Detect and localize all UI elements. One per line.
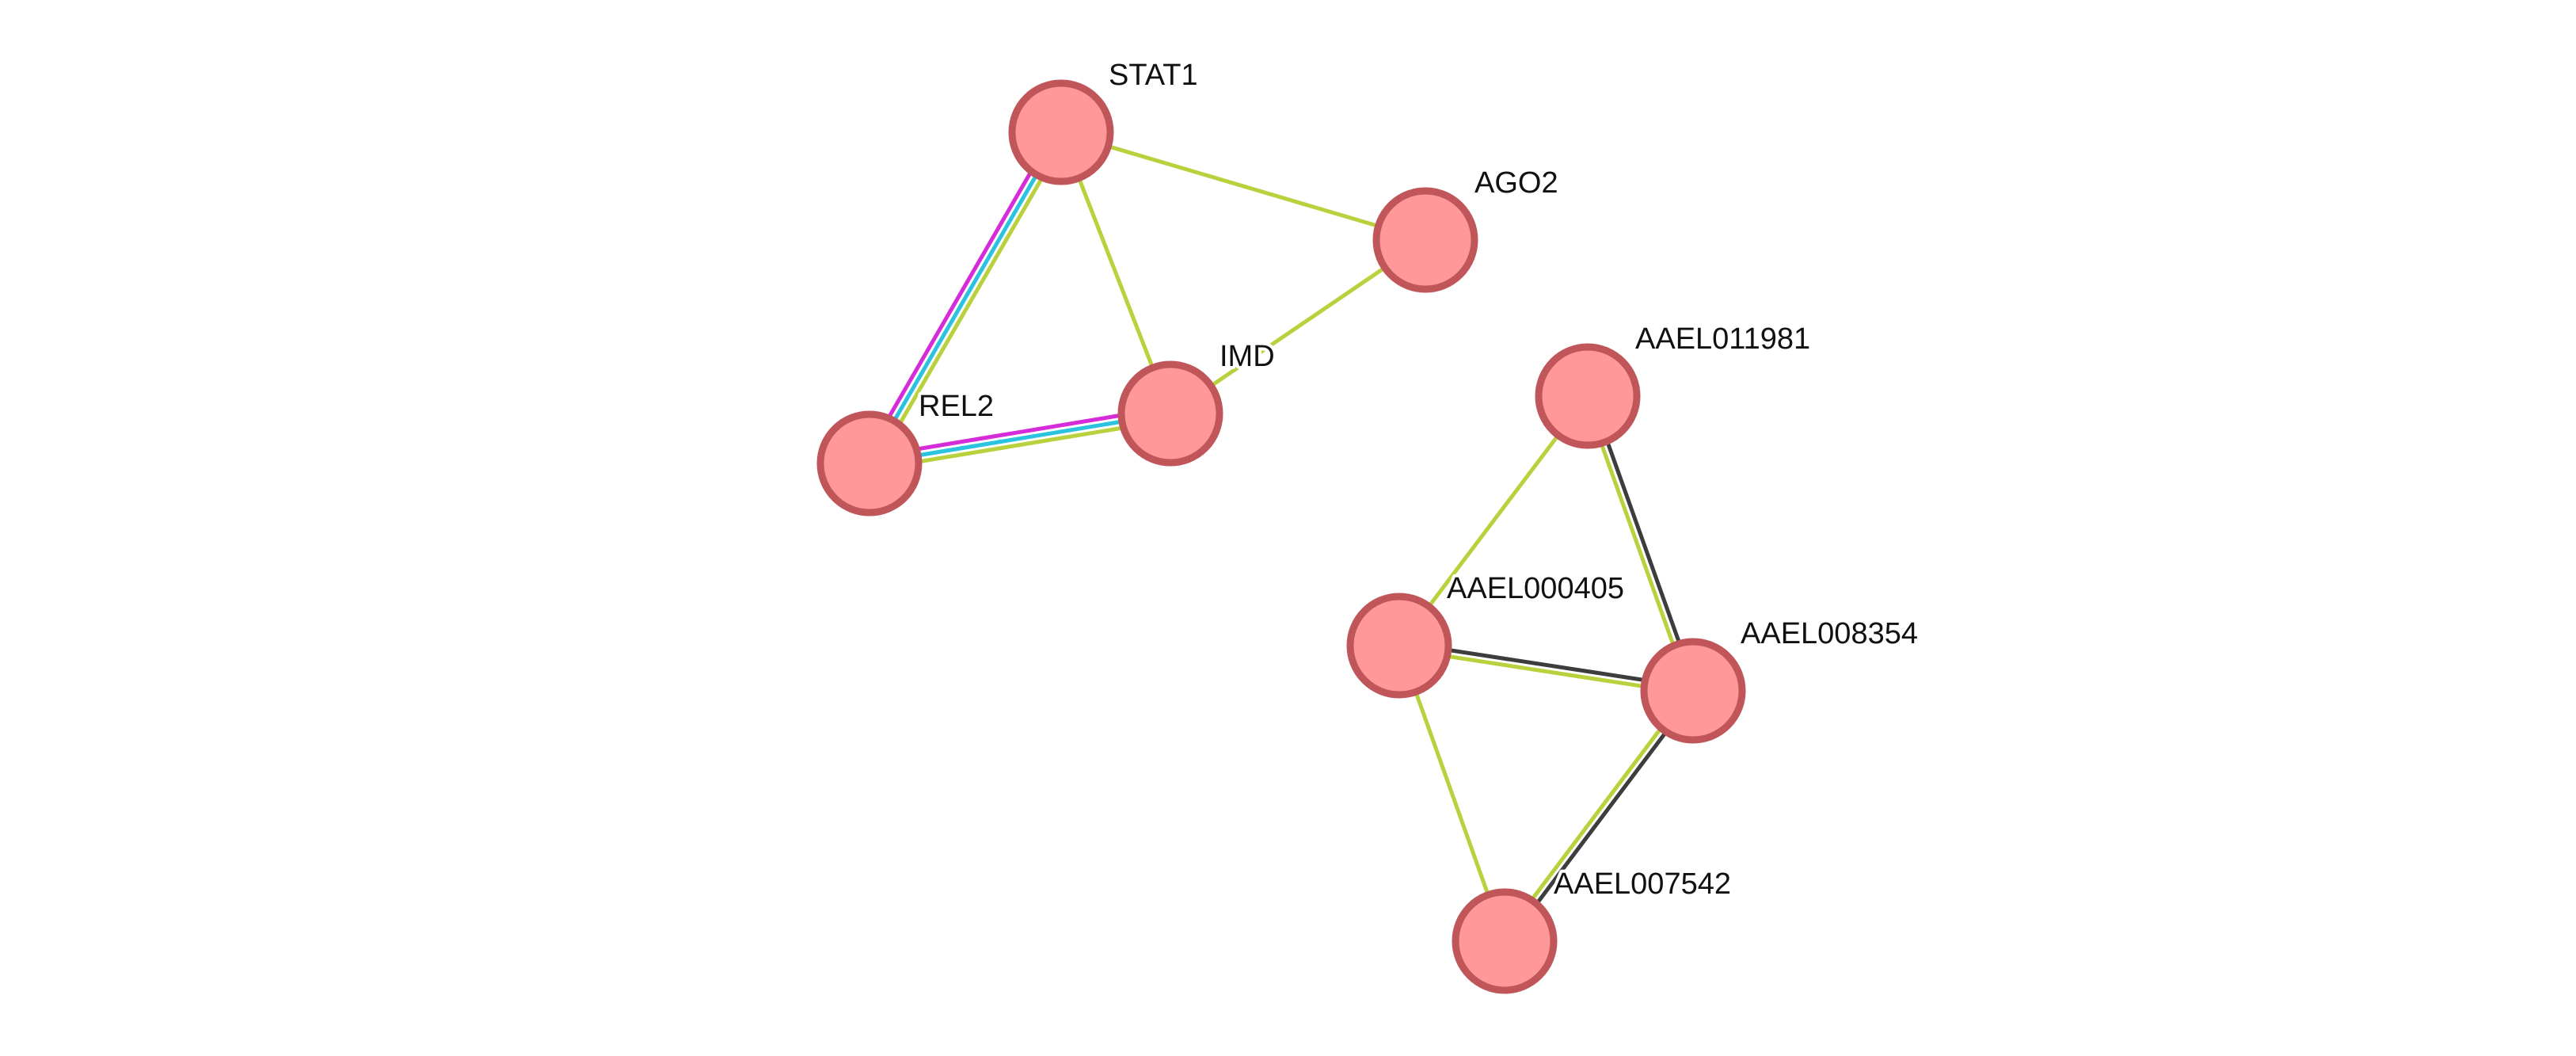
node-rel2[interactable]: REL2 <box>816 387 997 517</box>
node-aael011981[interactable]: AAEL011981 <box>1535 319 1813 449</box>
node-aael007542[interactable]: AAEL007542 <box>1452 864 1734 994</box>
node-circle[interactable] <box>1008 79 1114 185</box>
node-label: AAEL008354 <box>1741 617 1918 650</box>
edges-layer <box>862 127 1699 945</box>
node-circle[interactable] <box>1372 187 1478 293</box>
node-label: REL2 <box>919 390 994 423</box>
node-circle[interactable] <box>1535 343 1641 449</box>
edge-line-textmining <box>1059 130 1428 242</box>
node-ago2[interactable]: AGO2 <box>1372 163 1562 293</box>
edge-line-experimental <box>862 127 1058 463</box>
node-imd[interactable]: IMD <box>1117 337 1278 467</box>
node-label: IMD <box>1220 340 1275 373</box>
edge-stat1-ago2[interactable] <box>1059 130 1428 242</box>
node-circle[interactable] <box>1117 360 1223 467</box>
node-aael000405[interactable]: AAEL000405 <box>1346 569 1627 699</box>
edge-stat1-rel2[interactable] <box>862 127 1069 469</box>
edge-line-database <box>867 130 1064 466</box>
node-circle[interactable] <box>1640 638 1746 744</box>
node-circle[interactable] <box>1452 888 1558 994</box>
node-circle[interactable] <box>1346 593 1452 699</box>
edge-line-textmining <box>873 133 1069 469</box>
node-label: STAT1 <box>1109 59 1198 92</box>
node-label: AAEL011981 <box>1635 322 1810 356</box>
node-label: AAEL007542 <box>1554 867 1731 901</box>
node-aael008354[interactable]: AAEL008354 <box>1640 614 1921 744</box>
node-label: AAEL000405 <box>1447 572 1624 605</box>
node-label: AGO2 <box>1474 166 1558 200</box>
node-stat1[interactable]: STAT1 <box>1008 55 1201 185</box>
node-circle[interactable] <box>816 410 923 517</box>
